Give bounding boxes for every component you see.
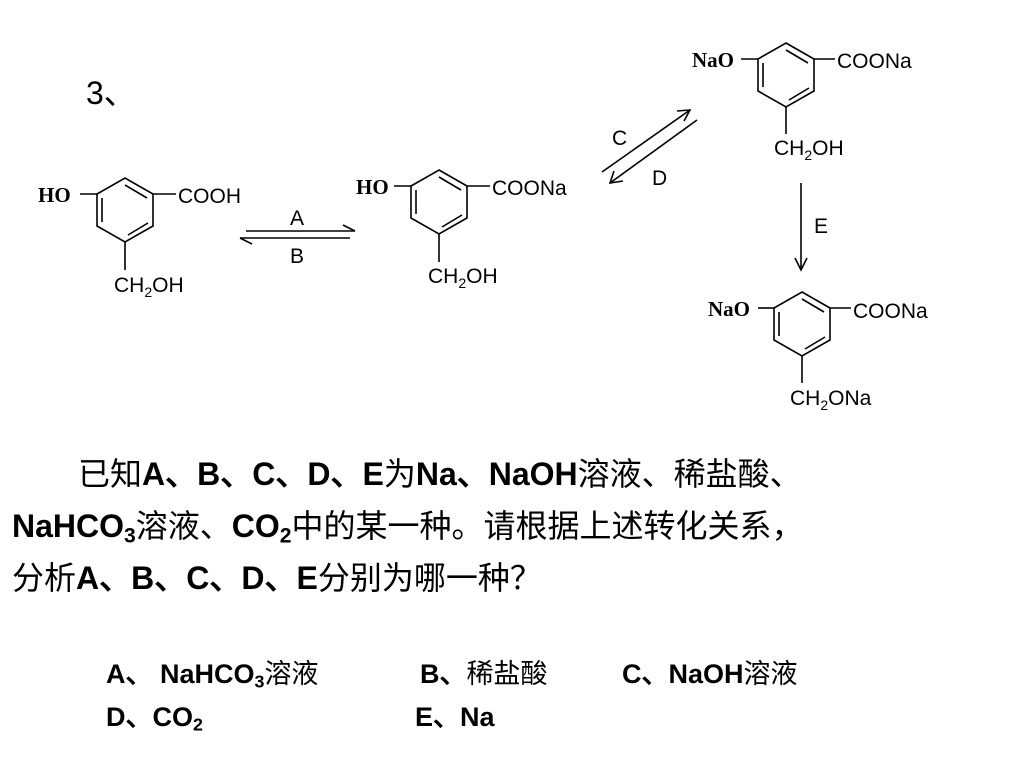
molecule-3: NaO COONa CH2OH [692,42,912,163]
answer-b: B、稀盐酸 [420,659,548,690]
molecule-3-bottom-group: CH2OH [774,137,844,163]
arrow-label-b: B [290,245,304,268]
molecule-2-left-group: HO [356,175,389,199]
molecule-4-bottom-group: CH2ONa [790,387,872,413]
molecule-2: HO COONa CH2OH [356,169,567,291]
benzene-ring-3 [741,42,835,134]
arrow-label-c: C [612,127,627,150]
reaction-diagram: HO COOH CH2OH A B HO COONa CH2OH C D [38,42,928,413]
benzene-ring-1 [80,177,176,270]
equilibrium-arrows-a-b [239,224,356,245]
arrow-label-d: D [652,167,667,190]
molecule-2-right-group: COONa [492,177,567,200]
slide-number: 3、 [86,75,136,111]
molecule-1-right-group: COOH [178,185,241,208]
molecule-1-bottom-group: CH2OH [114,274,184,300]
benzene-ring-4 [758,291,851,383]
molecule-3-left-group: NaO [692,48,734,72]
answer-d: D、CO2 [106,702,203,735]
arrow-label-e: E [814,215,828,238]
question-text: 已知A、B、C、D、E为Na、NaOH溶液、稀盐酸、 NaHCO3溶液、CO2中… [12,448,1017,604]
molecule-4-left-group: NaO [708,297,750,321]
question-line-3: 分析A、B、C、D、E分别为哪一种？ [12,559,542,597]
molecule-1-left-group: HO [38,183,71,207]
benzene-ring-2 [394,169,490,262]
reaction-arrow-e [794,183,808,272]
answer-a: A、 NaHCO3溶液 [106,659,319,692]
molecule-3-right-group: COONa [837,50,912,73]
molecule-4-right-group: COONa [853,300,928,323]
question-line-1: 已知A、B、C、D、E为Na、NaOH溶液、稀盐酸、 [78,455,802,493]
molecule-4: NaO COONa CH2ONa [708,291,928,413]
arrow-label-a: A [290,207,304,230]
answer-c: C、NaOH溶液 [622,659,798,690]
molecule-1: HO COOH CH2OH [38,177,241,300]
question-line-2: NaHCO3溶液、CO2中的某一种。请根据上述转化关系， [12,507,804,548]
molecule-2-bottom-group: CH2OH [428,265,498,291]
answer-e: E、Na [415,702,495,732]
equilibrium-arrows-c-d [601,109,698,184]
